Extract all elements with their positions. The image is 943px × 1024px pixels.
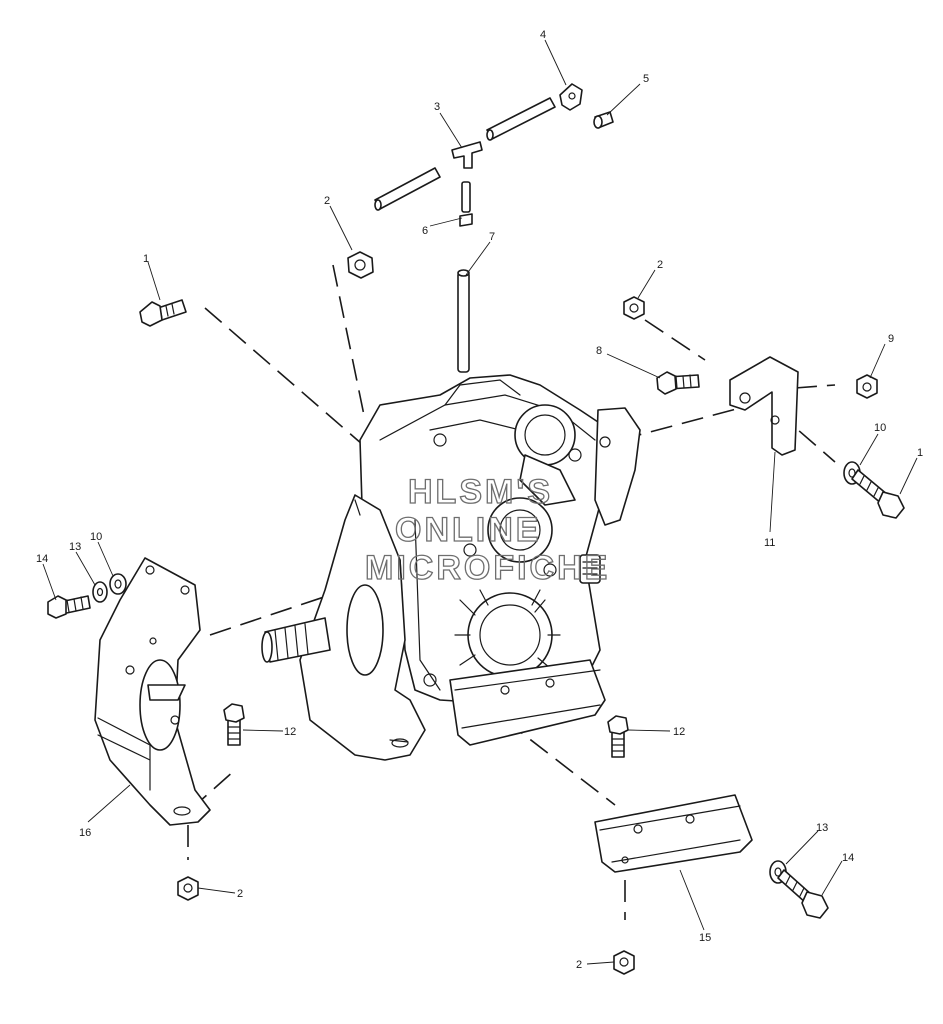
callout-2-right-top: 2 [657,259,663,271]
washer-10-left [109,573,127,595]
skid-bracket-15 [594,794,753,873]
right-bracket-11 [729,356,799,456]
callout-14-left: 14 [36,553,48,565]
callout-3: 3 [434,101,440,113]
callout-13-right: 13 [816,822,828,834]
callout-2-lower-left: 2 [237,888,243,900]
nut-2-bottom [613,950,635,975]
left-mount-bracket-installed [261,494,426,761]
bolt-12-left [223,703,245,746]
bottom-skid-installed [449,659,606,746]
watermark-line-3: MICROFICHE [365,549,610,587]
callout-10-left: 10 [90,531,102,543]
callout-7: 7 [489,231,495,243]
callout-5: 5 [643,73,649,85]
left-bracket-16 [94,557,211,826]
vent-tube [457,269,470,373]
bolt-1-right [851,469,905,519]
callout-8: 8 [596,345,602,357]
watermark-line-1: HLSM'S [408,473,553,511]
callout-16: 16 [79,827,91,839]
callout-2-top: 2 [324,195,330,207]
callout-leaders [42,39,918,965]
bolt-1-upper-left [139,299,187,327]
callout-9: 9 [888,333,894,345]
callout-14-right: 14 [842,852,854,864]
callout-1-upper-left: 1 [143,253,149,265]
right-mount-bracket-installed [594,407,641,526]
callout-4: 4 [540,29,546,41]
bolt-14-right [777,869,829,919]
nut-2-lower-left [177,876,199,901]
callout-15: 15 [699,932,711,944]
bolt-8 [656,371,700,395]
transmission-housing [359,374,626,706]
bolt-12-right [607,715,629,758]
callout-labels: 1 2 3 4 5 2 6 7 8 9 10 1 11 14 13 10 12 … [36,29,923,971]
callout-1-right: 1 [917,447,923,459]
callout-13-left: 13 [69,541,81,553]
watermark-line-2: ONLINE [395,511,541,549]
callout-12-right: 12 [673,726,685,738]
callout-2-bottom: 2 [576,959,582,971]
watermark: HLSM'S ONLINE MICROFICHE [364,472,610,587]
callout-10-right: 10 [874,422,886,434]
nut-9 [856,374,878,399]
breather-hoses [374,83,614,227]
nut-2-top [347,251,374,279]
callout-12-left: 12 [284,726,296,738]
bolt-14-left [47,595,91,619]
nut-2-right-top [623,296,645,320]
lockwasher-13-left [92,581,108,603]
callout-11: 11 [764,537,775,549]
callout-6: 6 [422,225,428,237]
